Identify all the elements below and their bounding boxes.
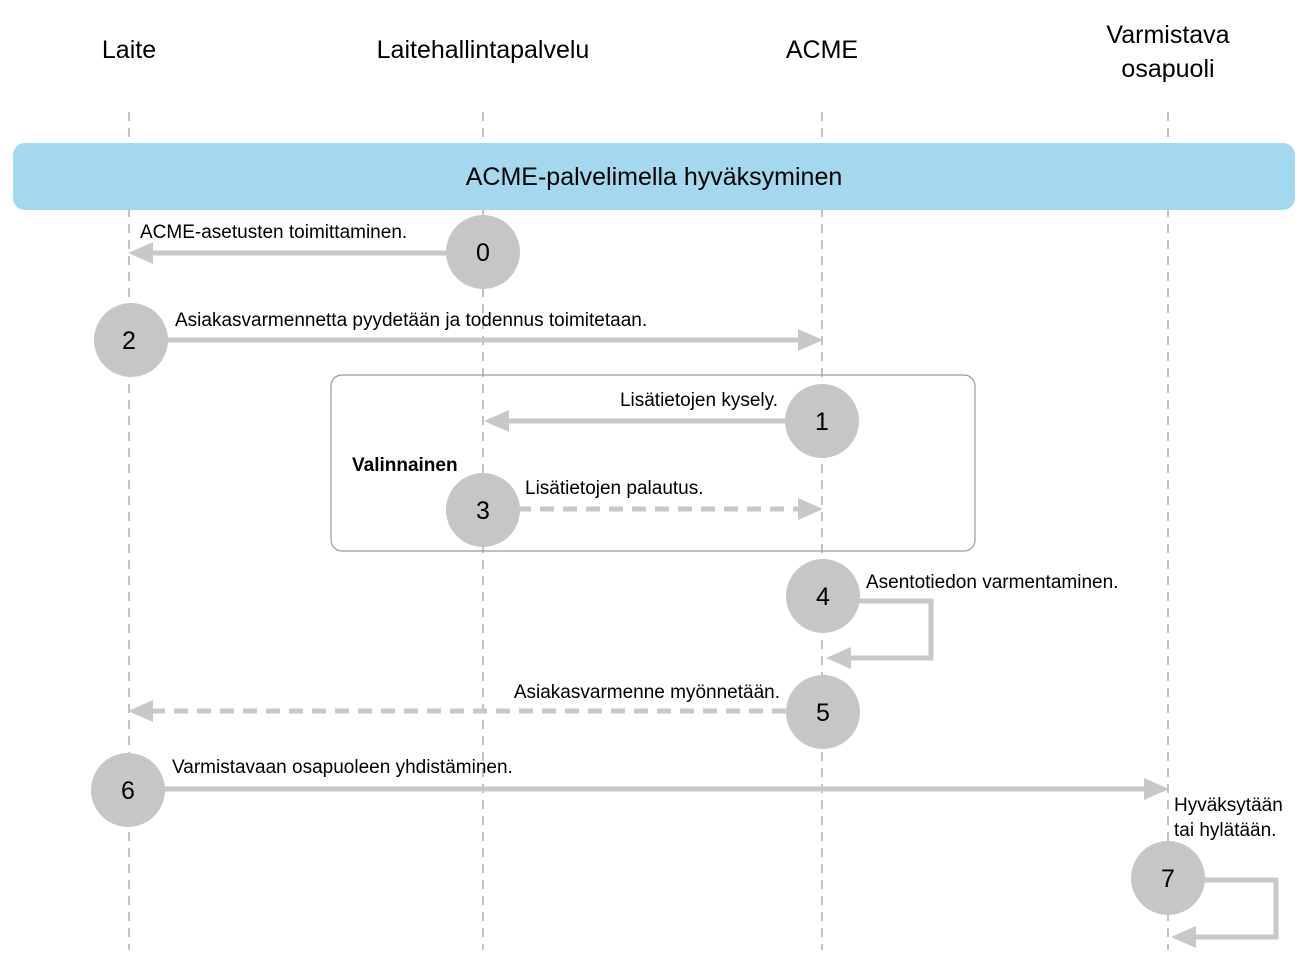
step-number-3: 3 [476,497,490,525]
lane-title-relying-party-line1: Varmistava [1106,21,1229,49]
message-step-7-line1: Hyväksytään [1174,795,1283,816]
message-step-0: ACME-asetusten toimittaminen. [140,222,407,243]
step-circle-0 [446,215,520,289]
step-number-7: 7 [1161,865,1175,893]
arrowhead-step-0 [128,242,153,264]
lane-title-relying-party-line2: osapuoli [1121,55,1214,83]
arrowhead-step-5 [128,700,153,722]
lane-title-acme: ACME [786,36,858,64]
step-number-6: 6 [121,777,135,805]
message-step-6: Varmistavaan osapuoleen yhdistäminen. [172,757,513,778]
message-step-4: Asentotiedon varmentaminen. [866,572,1118,593]
step-circle-7 [1131,841,1205,915]
step-circle-2 [94,303,168,377]
message-step-3: Lisätietojen palautus. [525,478,704,499]
step-circle-4 [786,559,860,633]
message-step-5: Asiakasvarmenne myönnetään. [514,682,780,703]
optional-box-label: Valinnainen [352,455,458,476]
message-step-1: Lisätietojen kysely. [620,390,778,411]
arrow-step-4 [848,598,934,661]
arrowhead-step-2 [798,329,823,351]
step-number-2: 2 [122,327,136,355]
step-circle-6 [91,753,165,827]
step-number-4: 4 [816,583,830,611]
step-number-5: 5 [816,699,830,727]
arrow-step-7 [1193,877,1279,940]
step-circle-3 [446,473,520,547]
step-circle-5 [786,675,860,749]
message-step-7-line2: tai hylätään. [1174,820,1276,841]
arrowhead-step-3 [798,498,823,520]
arrowhead-step-7 [1171,926,1196,948]
optional-box [330,374,976,552]
banner-label: ACME-palvelimella hyväksyminen [466,163,843,191]
arrowhead-step-4 [826,647,851,669]
message-step-2: Asiakasvarmennetta pyydetään ja todennus… [175,310,647,331]
lane-title-mdm: Laitehallintapalvelu [377,36,590,64]
step-circle-1 [785,384,859,458]
step-number-1: 1 [815,408,829,436]
arrowhead-step-1 [484,410,509,432]
banner [13,143,1295,210]
lane-title-device: Laite [102,36,156,64]
step-number-0: 0 [476,239,490,267]
arrowhead-step-6 [1144,778,1169,800]
